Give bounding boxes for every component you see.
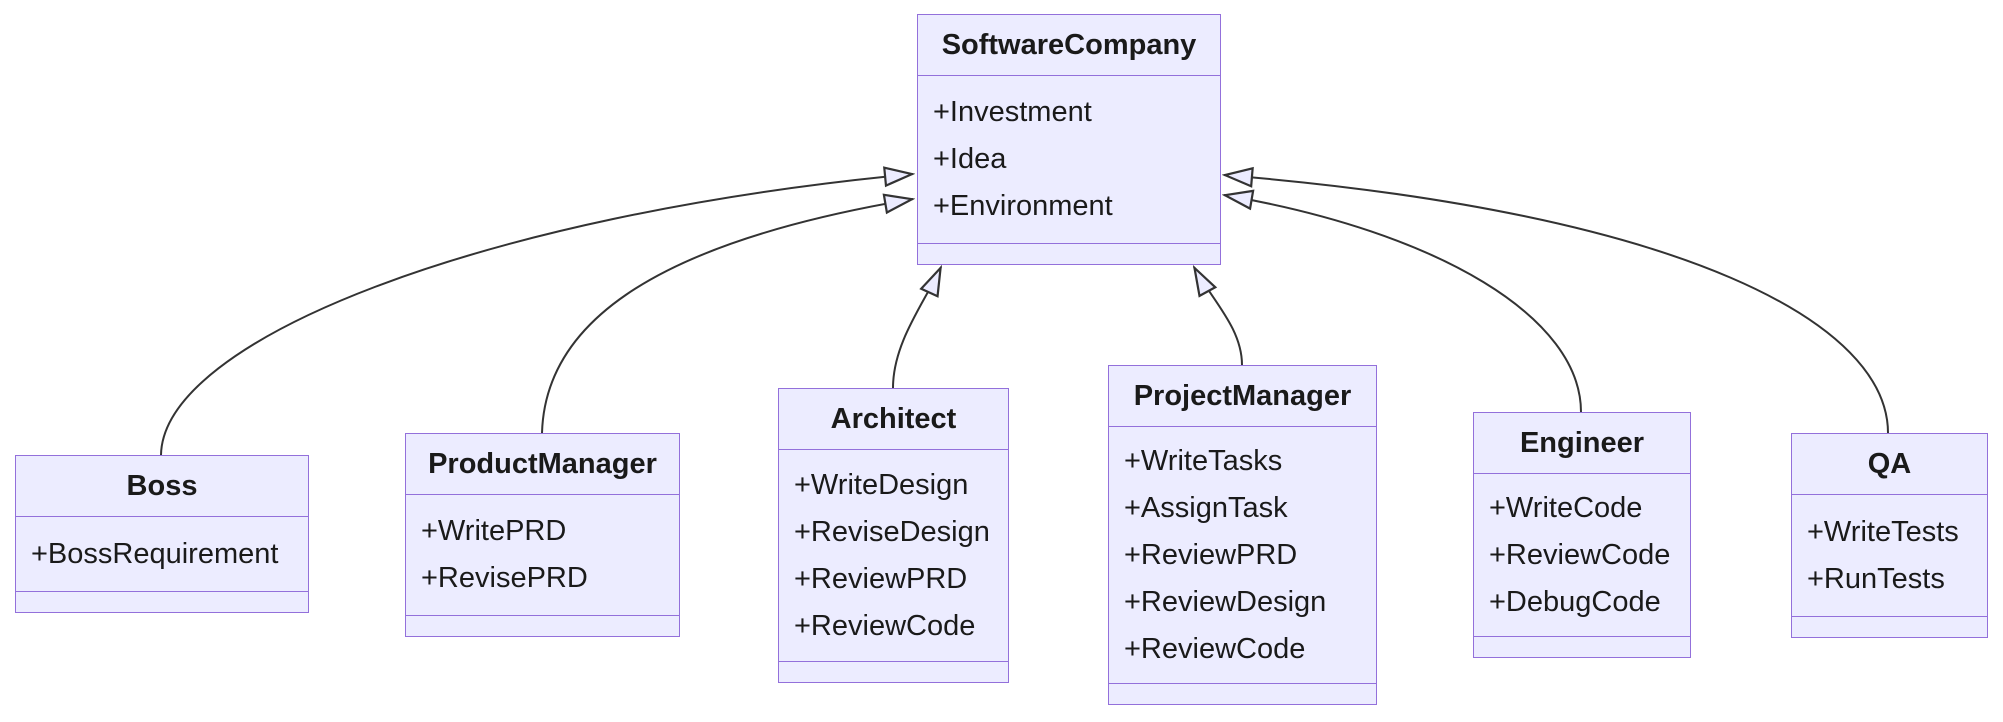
edge-architect-inherits-softwarecompany [892,267,941,389]
class-attribute: +Idea [933,143,1007,175]
class-attribute: +WriteTests [1807,515,1959,548]
class-methods-empty [918,243,1220,264]
class-attributes: +WritePRD +RevisePRD [406,495,679,615]
class-attribute: +AssignTask [1124,491,1288,524]
class-node-architect: Architect +WriteDesign +ReviseDesign +Re… [778,388,1009,683]
class-attributes: +BossRequirement [16,517,308,591]
class-attributes: +Investment +Idea +Environment [918,76,1220,243]
class-title: Engineer [1474,413,1690,474]
class-node-boss: Boss +BossRequirement [15,455,309,613]
class-attributes: +WriteCode +ReviewCode +DebugCode [1474,474,1690,636]
class-title: ProductManager [406,434,679,495]
class-node-productmanager: ProductManager +WritePRD +RevisePRD [405,433,680,637]
class-attribute: +WriteDesign [794,468,969,501]
class-methods-empty [1792,616,1987,637]
class-methods-empty [406,615,679,636]
class-node-projectmanager: ProjectManager +WriteTasks +AssignTask +… [1108,365,1377,705]
class-methods-empty [1474,636,1690,657]
class-attribute: +WritePRD [421,515,567,547]
class-title: ProjectManager [1109,366,1376,427]
class-attribute: +ReviewPRD [1124,538,1298,571]
class-title: Architect [779,389,1008,450]
class-attribute: +ReviseDesign [794,515,990,548]
class-node-engineer: Engineer +WriteCode +ReviewCode +DebugCo… [1473,412,1691,658]
class-title: SoftwareCompany [918,15,1220,76]
class-node-softwarecompany: SoftwareCompany +Investment +Idea +Envir… [917,14,1221,265]
class-node-qa: QA +WriteTests +RunTests [1791,433,1988,638]
class-attribute: +BossRequirement [31,537,279,570]
class-attributes: +WriteTasks +AssignTask +ReviewPRD +Revi… [1109,427,1376,683]
class-attribute: +WriteTasks [1124,444,1283,477]
class-methods-empty [1109,683,1376,704]
class-attribute: +Environment [933,190,1113,222]
class-attributes: +WriteDesign +ReviseDesign +ReviewPRD +R… [779,450,1008,661]
class-attribute: +DebugCode [1489,585,1661,618]
class-title: QA [1792,434,1987,495]
class-attribute: +ReviewCode [794,609,976,642]
class-methods-empty [16,591,308,612]
edge-projectmanager-inherits-softwarecompany [1194,267,1243,366]
class-attribute: +ReviewCode [1124,632,1306,665]
class-attribute: +RunTests [1807,562,1945,595]
class-attribute: +WriteCode [1489,491,1643,524]
class-title: Boss [16,456,308,517]
class-attribute: +ReviewDesign [1124,585,1327,618]
class-methods-empty [779,661,1008,682]
class-attribute: +ReviewPRD [794,562,968,595]
class-attribute: +ReviewCode [1489,538,1671,571]
class-attribute: +RevisePRD [421,562,588,594]
class-attributes: +WriteTests +RunTests [1792,495,1987,616]
class-attribute: +Investment [933,96,1092,128]
